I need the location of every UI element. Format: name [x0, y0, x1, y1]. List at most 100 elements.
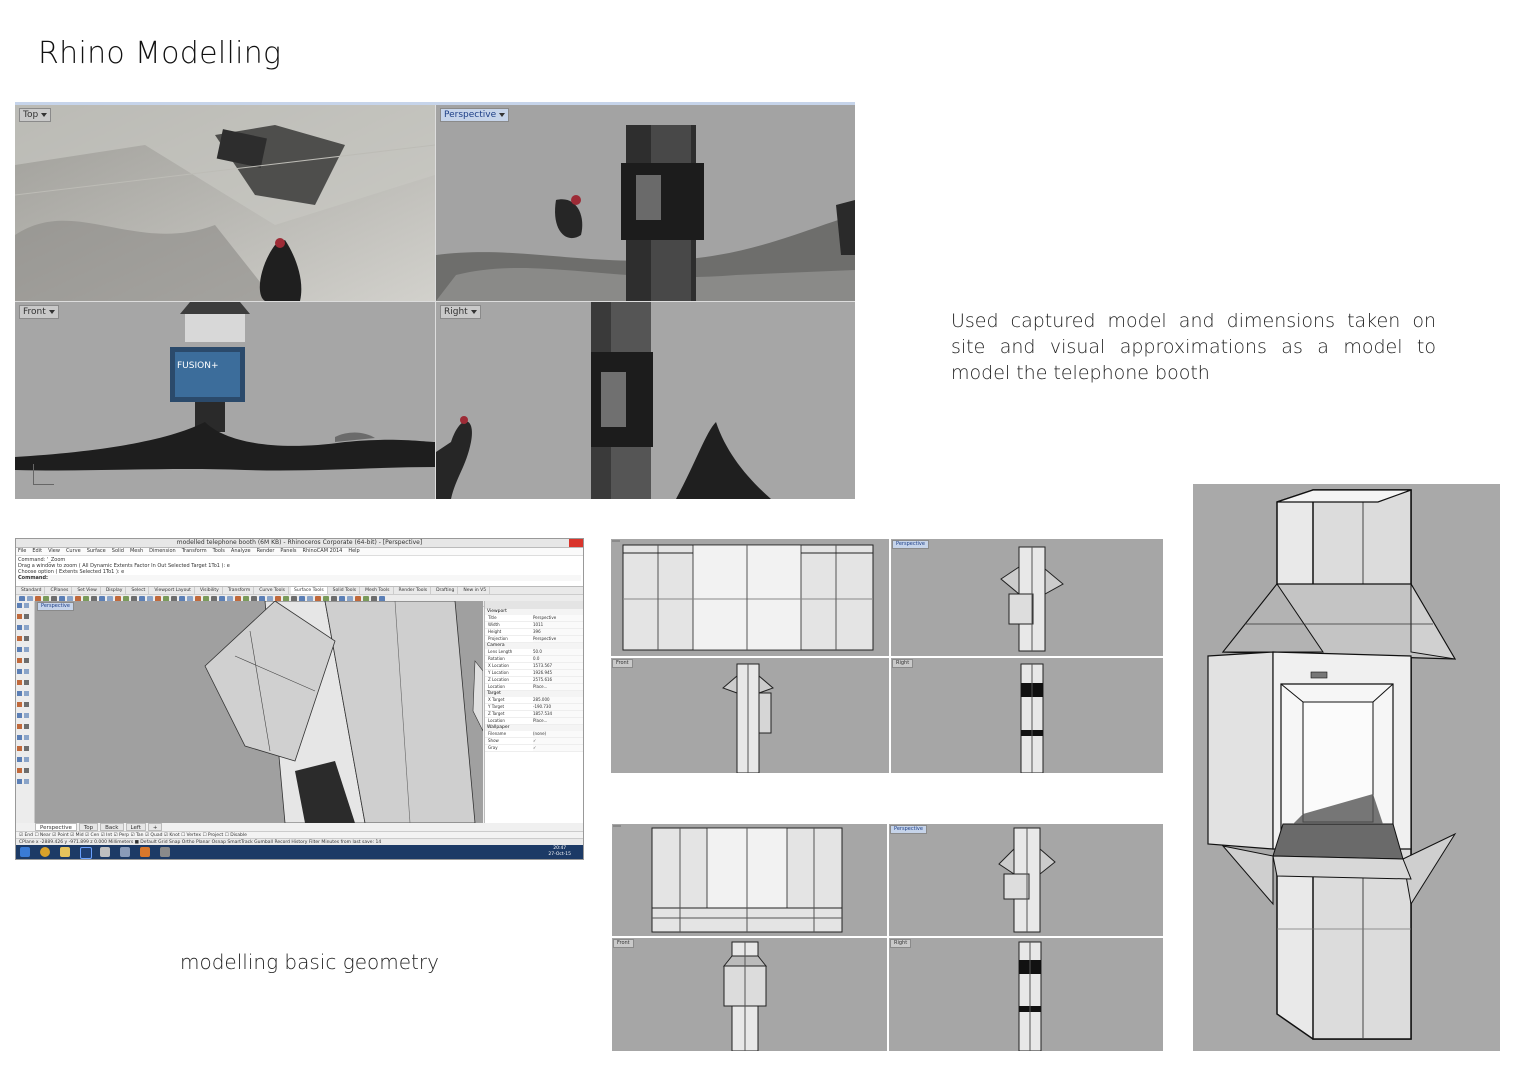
- viewport-tag[interactable]: Perspective: [892, 540, 929, 549]
- property-value[interactable]: -190.730: [533, 704, 583, 710]
- toolbar-tool-icon[interactable]: [211, 596, 217, 602]
- menu-item[interactable]: Panels: [280, 548, 297, 554]
- viewport-front[interactable]: Front: [612, 938, 887, 1051]
- menu-item[interactable]: Solid: [111, 548, 124, 554]
- toolbar-tool-icon[interactable]: [315, 596, 321, 602]
- property-value[interactable]: 1857.534: [533, 711, 583, 717]
- toolbar-tool-icon[interactable]: [75, 596, 81, 602]
- side-tool-icon[interactable]: [17, 603, 22, 608]
- menu-item[interactable]: Transform: [181, 548, 207, 554]
- toolbar-tab[interactable]: Render Tools: [396, 587, 432, 594]
- toolbar-tool-icon[interactable]: [227, 596, 233, 602]
- chrome-icon[interactable]: [40, 847, 50, 857]
- toolbar-tab[interactable]: Viewport Layout: [151, 587, 195, 594]
- viewport-right[interactable]: Right: [891, 658, 1163, 773]
- side-tool-icon[interactable]: [24, 702, 29, 707]
- toolbar-tool-icon[interactable]: [371, 596, 377, 602]
- toolbar-tab[interactable]: Solid Tools: [330, 587, 361, 594]
- side-tool-icon[interactable]: [24, 603, 29, 608]
- side-tool-icon[interactable]: [17, 779, 22, 784]
- side-tool-icon[interactable]: [17, 702, 22, 707]
- toolbar-tool-icon[interactable]: [115, 596, 121, 602]
- windows-start-icon[interactable]: [20, 847, 30, 857]
- side-tool-icon[interactable]: [24, 757, 29, 762]
- toolbar-tool-icon[interactable]: [299, 596, 305, 602]
- side-tool-icon[interactable]: [24, 614, 29, 619]
- toolbar-tool-icon[interactable]: [83, 596, 89, 602]
- menu-item[interactable]: Dimension: [149, 548, 176, 554]
- viewport-tag[interactable]: Front: [612, 659, 633, 668]
- toolbar-tool-icon[interactable]: [235, 596, 241, 602]
- side-tool-icon[interactable]: [17, 614, 22, 619]
- toolbar-tool-icon[interactable]: [179, 596, 185, 602]
- viewport-perspective[interactable]: Perspective: [889, 824, 1163, 936]
- side-tool-icon[interactable]: [24, 658, 29, 663]
- viewport-tab[interactable]: Top: [78, 823, 99, 831]
- toolbar-tool-icon[interactable]: [251, 596, 257, 602]
- app-icon[interactable]: [140, 847, 150, 857]
- property-value[interactable]: ✓: [533, 738, 583, 744]
- viewport-front[interactable]: FUSION+ Front: [15, 302, 435, 499]
- close-button[interactable]: [569, 539, 583, 547]
- toolbar-tool-icon[interactable]: [139, 596, 145, 602]
- side-tool-icon[interactable]: [24, 636, 29, 641]
- toolbar-tool-icon[interactable]: [307, 596, 313, 602]
- property-value[interactable]: 2575.616: [533, 677, 583, 683]
- toolbar-tool-icon[interactable]: [331, 596, 337, 602]
- toolbar-tool-icon[interactable]: [243, 596, 249, 602]
- toolbar-tool-icon[interactable]: [355, 596, 361, 602]
- osnap-bar[interactable]: ☑ End ☐ Near ☑ Point ☑ Mid ☑ Cen ☑ Int ☑…: [16, 831, 583, 839]
- side-tool-icon[interactable]: [24, 746, 29, 751]
- app-icon[interactable]: [160, 847, 170, 857]
- toolbar-tool-icon[interactable]: [35, 596, 41, 602]
- viewport-tab[interactable]: Perspective: [35, 823, 77, 831]
- property-value[interactable]: 0.0: [533, 656, 583, 662]
- command-area[interactable]: Command: '_Zoom Drag a window to zoom ( …: [16, 556, 583, 587]
- toolbar-tool-icon[interactable]: [267, 596, 273, 602]
- toolbar-tab[interactable]: Select: [128, 587, 150, 594]
- side-tool-icon[interactable]: [24, 669, 29, 674]
- viewport-tag-top[interactable]: Top: [19, 108, 52, 122]
- side-tool-icon[interactable]: [17, 724, 22, 729]
- viewport-tag-front[interactable]: Front: [19, 305, 59, 319]
- menu-item[interactable]: Help: [348, 548, 360, 554]
- viewport-front[interactable]: Front: [611, 658, 889, 773]
- toolbar-tool-icon[interactable]: [163, 596, 169, 602]
- toolbar-tool-icon[interactable]: [259, 596, 265, 602]
- menu-item[interactable]: Curve: [65, 548, 81, 554]
- side-tool-icon[interactable]: [24, 735, 29, 740]
- side-tool-icon[interactable]: [24, 625, 29, 630]
- property-value[interactable]: Place...: [533, 718, 583, 724]
- toolbar-tool-icon[interactable]: [19, 596, 25, 602]
- menu-item[interactable]: Mesh: [129, 548, 144, 554]
- viewport-tab[interactable]: +: [147, 823, 163, 831]
- side-tool-icon[interactable]: [17, 669, 22, 674]
- viewport-right[interactable]: Right: [436, 302, 855, 499]
- viewport-perspective[interactable]: Perspective: [436, 105, 855, 301]
- side-tool-icon[interactable]: [17, 647, 22, 652]
- property-value[interactable]: 1011: [533, 622, 583, 628]
- side-tool-icon[interactable]: [17, 636, 22, 641]
- toolbar-tab[interactable]: Curve Tools: [256, 587, 289, 594]
- toolbar-tool-icon[interactable]: [347, 596, 353, 602]
- toolbar-tool-icon[interactable]: [51, 596, 57, 602]
- side-tool-icon[interactable]: [24, 724, 29, 729]
- toolbar-tool-icon[interactable]: [59, 596, 65, 602]
- menu-item[interactable]: Render: [256, 548, 275, 554]
- side-tool-icon[interactable]: [17, 768, 22, 773]
- toolbar-tool-icon[interactable]: [123, 596, 129, 602]
- rhino-icon[interactable]: [100, 847, 110, 857]
- side-tool-icon[interactable]: [17, 735, 22, 740]
- viewport-top[interactable]: [611, 539, 889, 656]
- toolbar-tool-icon[interactable]: [99, 596, 105, 602]
- property-value[interactable]: Place...: [533, 684, 583, 690]
- side-tool-icon[interactable]: [17, 680, 22, 685]
- perspective-viewport[interactable]: Perspective: [35, 601, 483, 823]
- viewport-tag[interactable]: Right: [892, 659, 914, 668]
- toolbar-tool-icon[interactable]: [131, 596, 137, 602]
- toolbar-tool-icon[interactable]: [155, 596, 161, 602]
- folder-icon[interactable]: [60, 847, 70, 857]
- viewport-tag[interactable]: Front: [613, 939, 634, 948]
- menu-item[interactable]: File: [18, 548, 27, 554]
- viewport-tab[interactable]: Left: [125, 823, 146, 831]
